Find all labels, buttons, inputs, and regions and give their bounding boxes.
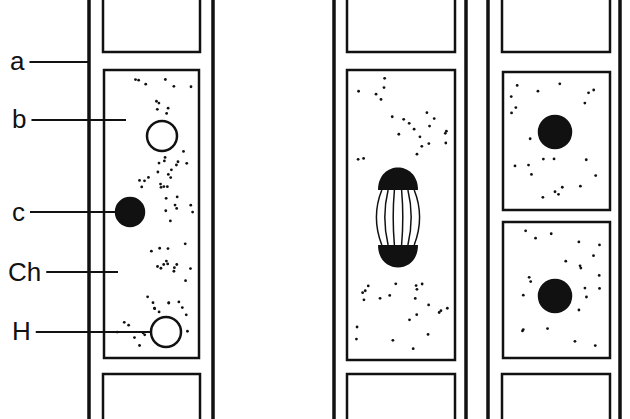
leader-lines <box>29 62 151 332</box>
part-label: Ch <box>8 259 41 285</box>
part-label: c <box>12 199 25 225</box>
vacuole-circle <box>151 317 181 347</box>
cell-outlines <box>103 0 610 419</box>
part-label: b <box>12 106 26 132</box>
daughter-nucleus <box>539 116 571 148</box>
daughter-nucleus <box>539 280 571 312</box>
mitotic-spindle <box>376 168 419 268</box>
part-label: a <box>10 48 24 74</box>
cytoplasm-stipple <box>116 77 601 350</box>
cell-walls <box>89 0 620 419</box>
part-label: H <box>12 318 31 344</box>
nucleus <box>116 198 144 226</box>
vacuole-circle <box>147 121 177 151</box>
